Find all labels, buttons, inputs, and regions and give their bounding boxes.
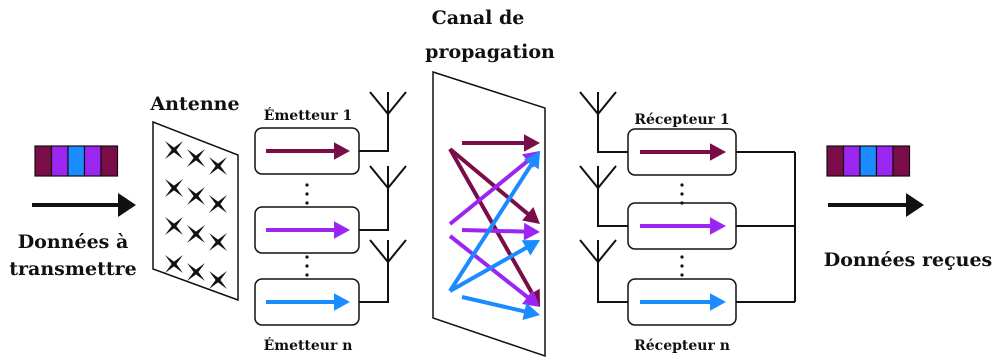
channel-ray bbox=[461, 295, 540, 320]
rx-last-label: Récepteur n bbox=[634, 338, 730, 354]
rx-first-label: Récepteur 1 bbox=[634, 112, 729, 128]
data-block-cell bbox=[842, 145, 861, 177]
four-point-star-icon bbox=[165, 217, 183, 235]
receiver-block bbox=[579, 239, 795, 326]
tx-antenna-icon bbox=[369, 165, 407, 230]
output-data-block bbox=[826, 145, 911, 177]
data-block-cell bbox=[34, 145, 53, 177]
four-point-star-icon bbox=[187, 149, 205, 167]
transmitter-signal-arrow bbox=[266, 142, 350, 160]
ellipsis-dot bbox=[305, 201, 309, 205]
receiver-wire bbox=[597, 188, 628, 227]
data-block-cell bbox=[875, 145, 894, 177]
transmitters bbox=[254, 91, 407, 326]
antenna-label: Antenne bbox=[149, 93, 239, 115]
data-block-cell bbox=[859, 145, 878, 177]
data-block-cell bbox=[892, 145, 911, 177]
channel-ray bbox=[461, 222, 540, 241]
four-point-star-icon bbox=[165, 255, 183, 273]
ellipsis-dot bbox=[305, 183, 309, 187]
data-block-cell bbox=[67, 145, 86, 177]
ellipsis-dot bbox=[680, 192, 684, 196]
output-arrow-head bbox=[906, 193, 924, 217]
ellipsis-dot bbox=[680, 264, 684, 268]
ellipsis-dot bbox=[680, 201, 684, 205]
data-block-cell bbox=[826, 145, 845, 177]
four-point-star-icon bbox=[165, 141, 183, 159]
ellipsis-dot bbox=[305, 264, 309, 268]
transmitter-wire bbox=[359, 114, 389, 152]
input-label-line1: Données à bbox=[18, 231, 129, 253]
four-point-star-icon bbox=[209, 157, 227, 175]
transmitter-signal-arrow bbox=[266, 221, 350, 239]
four-point-star-icon bbox=[165, 179, 183, 197]
output-label: Données reçues bbox=[824, 249, 993, 271]
transmitter-block bbox=[254, 165, 407, 254]
channel-label-line2: propagation bbox=[425, 41, 555, 63]
ellipsis-dot bbox=[680, 255, 684, 259]
ellipsis-dot bbox=[305, 192, 309, 196]
four-point-star-icon bbox=[187, 225, 205, 243]
receiver-signal-arrow bbox=[640, 217, 726, 235]
channel-label-line1: Canal de bbox=[432, 7, 525, 29]
tx-antenna-icon bbox=[369, 91, 407, 151]
transmitter-block bbox=[254, 91, 407, 175]
transmitter-block bbox=[254, 239, 407, 326]
ellipsis-dot bbox=[305, 255, 309, 259]
receiver-signal-arrow bbox=[640, 293, 726, 311]
channel-ray bbox=[449, 240, 540, 293]
four-point-star-icon bbox=[209, 271, 227, 289]
input-data-block bbox=[34, 145, 119, 177]
input-arrow-head bbox=[118, 193, 136, 217]
channel-ray bbox=[448, 147, 540, 224]
receiver-wire bbox=[597, 262, 628, 303]
ellipsis-dot bbox=[680, 183, 684, 187]
data-block-cell bbox=[83, 145, 102, 177]
ellipsis-dot bbox=[680, 273, 684, 277]
antenna-symbol-grid bbox=[165, 141, 227, 289]
receiver-wire bbox=[597, 114, 628, 153]
ellipsis-dot bbox=[305, 273, 309, 277]
receiver-block bbox=[579, 91, 795, 176]
receiver-signal-arrow bbox=[640, 143, 726, 161]
data-block-cell bbox=[100, 145, 119, 177]
transmitter-signal-arrow bbox=[266, 293, 350, 311]
four-point-star-icon bbox=[209, 233, 227, 251]
four-point-star-icon bbox=[209, 195, 227, 213]
tx-first-label: Émetteur 1 bbox=[264, 106, 352, 124]
transmitter-wire bbox=[359, 188, 389, 231]
channel-ray bbox=[448, 151, 540, 293]
data-block-cell bbox=[50, 145, 69, 177]
tx-last-label: Émetteur n bbox=[264, 336, 353, 354]
four-point-star-icon bbox=[187, 263, 205, 281]
tx-antenna-icon bbox=[369, 239, 407, 302]
transmitter-wire bbox=[359, 262, 389, 303]
receivers bbox=[579, 91, 796, 326]
receiver-block bbox=[579, 165, 795, 250]
channel-rays bbox=[448, 134, 540, 320]
input-label-line2: transmettre bbox=[9, 258, 136, 280]
four-point-star-icon bbox=[187, 187, 205, 205]
channel-ray bbox=[462, 134, 540, 152]
